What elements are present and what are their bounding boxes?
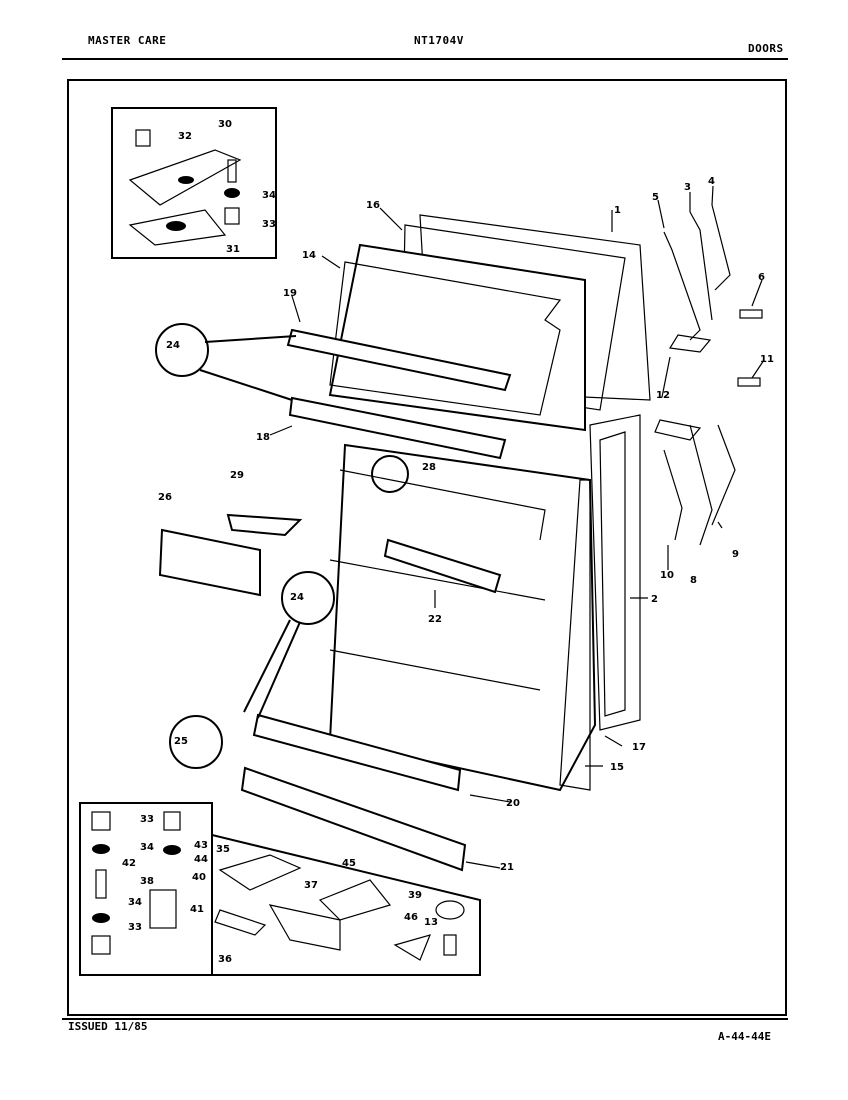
section-label: DOORS	[748, 42, 784, 55]
rail-20	[252, 713, 462, 792]
detail-circle-24b	[281, 571, 335, 625]
callout-10: 10	[660, 570, 674, 581]
butter-compartment	[158, 528, 261, 597]
freezer-door	[328, 214, 651, 432]
header-rule	[62, 58, 788, 60]
callout-40: 40	[192, 872, 206, 883]
callout-9: 9	[732, 549, 739, 560]
fresh-food-door	[328, 414, 641, 792]
callout-43: 43	[194, 840, 208, 851]
callout-45: 45	[342, 858, 356, 869]
callout-labels: 1 2 3 4 5 6 8 9 10 11 12 13 14 15 16 17 …	[122, 119, 774, 965]
callout-4: 4	[708, 176, 715, 187]
hinge-parts	[128, 129, 242, 246]
callout-24b: 24	[290, 592, 304, 603]
callout-8: 8	[690, 575, 697, 586]
callout-31: 31	[226, 244, 240, 255]
issued-label: ISSUED 11/85	[68, 1020, 148, 1033]
detail-circle-25	[169, 715, 223, 769]
callout-1: 1	[614, 205, 621, 216]
model-label: NT1704V	[414, 34, 464, 47]
callout-33c: 33	[128, 922, 142, 933]
diagram-frame	[67, 79, 787, 1016]
callout-30: 30	[218, 119, 232, 130]
callout-21: 21	[500, 862, 514, 873]
callout-25: 25	[174, 736, 188, 747]
bottom-inset-box	[79, 802, 481, 976]
rail-21	[240, 766, 467, 872]
footer-rule	[62, 1018, 788, 1020]
callout-16: 16	[366, 200, 380, 211]
callout-20: 20	[506, 798, 520, 809]
callout-11: 11	[760, 354, 774, 365]
shelf-18	[288, 396, 507, 460]
callout-44: 44	[194, 854, 208, 865]
callout-12: 12	[656, 390, 670, 401]
callout-38: 38	[140, 876, 154, 887]
callout-18: 18	[256, 432, 270, 443]
callout-14: 14	[302, 250, 316, 261]
leader-lines	[269, 185, 765, 869]
callout-37: 37	[304, 880, 318, 891]
callout-24a: 24	[166, 340, 180, 351]
hinge-inset-box	[111, 107, 277, 259]
callout-36: 36	[218, 954, 232, 965]
callout-33b: 33	[140, 814, 154, 825]
callout-32: 32	[178, 131, 192, 142]
callout-2: 2	[651, 594, 658, 605]
callout-28: 28	[422, 462, 436, 473]
bottom-inset-parts	[91, 811, 465, 961]
callout-15: 15	[610, 762, 624, 773]
callout-13: 13	[424, 917, 438, 928]
callout-29: 29	[230, 470, 244, 481]
callout-46: 46	[404, 912, 418, 923]
callout-17: 17	[632, 742, 646, 753]
callout-5: 5	[652, 192, 659, 203]
callout-26: 26	[158, 492, 172, 503]
callout-41: 41	[190, 904, 204, 915]
callout-33a: 33	[262, 219, 276, 230]
detail-circle-24a	[155, 323, 209, 377]
shelf-19	[286, 328, 512, 392]
callout-34c: 34	[128, 897, 142, 908]
callout-6: 6	[758, 272, 765, 283]
callout-42: 42	[122, 858, 136, 869]
code-label: A-44-44E	[718, 1030, 771, 1043]
callout-39: 39	[408, 890, 422, 901]
callout-35: 35	[216, 844, 230, 855]
brand-label: MASTER CARE	[88, 34, 167, 47]
callout-34a: 34	[262, 190, 276, 201]
callout-3: 3	[684, 182, 691, 193]
butter-cover	[226, 513, 303, 537]
callout-34b: 34	[140, 842, 154, 853]
hinge-straps	[654, 204, 763, 546]
callout-19: 19	[283, 288, 297, 299]
detail-circle-28	[371, 455, 409, 493]
callout-22: 22	[428, 614, 442, 625]
